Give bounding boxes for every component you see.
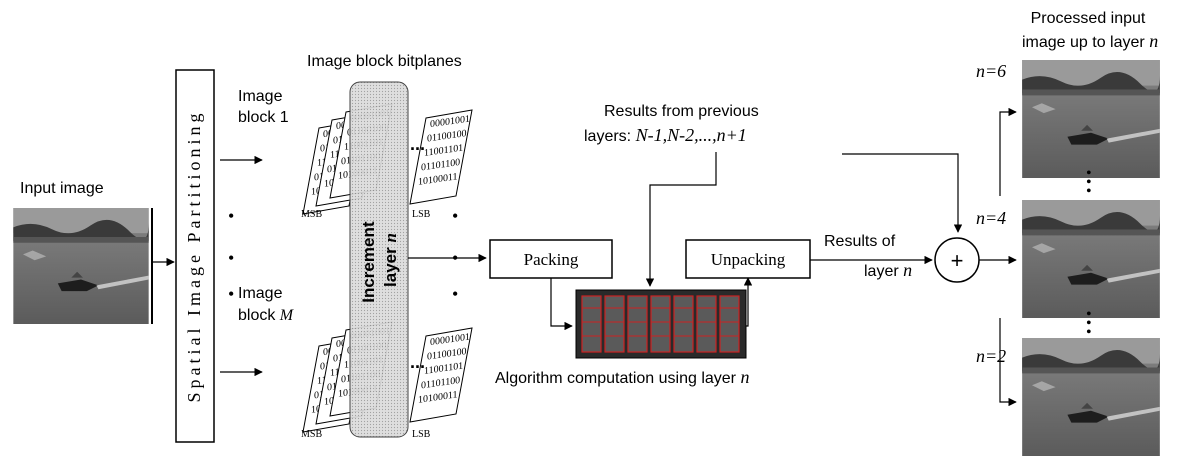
svg-text:n=2: n=2	[976, 346, 1006, 366]
adder-symbol: +	[951, 248, 964, 273]
processed-title-line1: Processed input	[1031, 10, 1146, 27]
chip-cell	[581, 295, 602, 353]
algorithm-label: Algorithm computation using layer n	[495, 367, 749, 387]
svg-text:•: •	[1086, 183, 1092, 200]
increment-layer-label: Increment layer n	[359, 217, 400, 303]
svg-text:•: •	[228, 248, 234, 268]
output-image-n4	[1022, 200, 1160, 318]
vertical-dots-left: • • •	[228, 206, 234, 304]
increment-layer-band	[349, 81, 409, 438]
chip-icon	[575, 289, 747, 359]
chip-cell	[696, 295, 717, 353]
layer-labels: n=6 n=4 n=2	[976, 61, 1006, 366]
spatial-partitioning-box	[175, 69, 215, 443]
svg-text:•: •	[1086, 174, 1092, 191]
sheet-ellipses: ... ...	[410, 134, 425, 372]
svg-text:•: •	[228, 206, 234, 226]
results-previous-line1: Results from previous	[604, 103, 759, 120]
chip-cell	[650, 295, 671, 353]
chip-cell	[604, 295, 625, 353]
input-image-thumbnail	[13, 208, 153, 324]
svg-text:•: •	[1086, 165, 1092, 182]
arrow-to-n6	[999, 107, 1017, 196]
svg-text:•: •	[452, 284, 458, 304]
vertical-dots-right: • • • • • •	[1086, 165, 1092, 341]
image-block-1-label-line1: Image	[238, 88, 283, 105]
results-of-label: Results of	[824, 233, 896, 250]
svg-text:...: ...	[410, 352, 425, 372]
svg-text:MSB: MSB	[301, 209, 322, 220]
svg-text:•: •	[1086, 324, 1092, 341]
spatial-partitioning-label: Spatial Image Partitioning	[184, 110, 204, 403]
arrow-previous-to-adder	[842, 153, 963, 233]
svg-text:LSB: LSB	[412, 209, 431, 220]
results-previous-line2: layers: N-1,N-2,...,n+1	[584, 125, 747, 145]
svg-text:n=4: n=4	[976, 208, 1006, 228]
processed-title-line2: image up to layer n	[1022, 31, 1158, 51]
image-block-1-label-line2: block 1	[238, 109, 289, 126]
input-image-label: Input image	[20, 180, 104, 197]
arrow-previous-to-chip	[645, 152, 717, 287]
arrow-chip-to-unpacking	[743, 277, 753, 327]
unpacking-label: Unpacking	[711, 250, 786, 269]
arrow-packing-to-chip	[550, 278, 573, 331]
image-block-m-label-line1: Image	[238, 285, 283, 302]
msb-lsb-labels: MSB LSB MSB LSB	[301, 209, 431, 440]
svg-text:MSB: MSB	[301, 429, 322, 440]
arrow-to-n2	[999, 318, 1017, 407]
unpacking-box	[685, 239, 811, 279]
results-of-layer-label: layer n	[864, 260, 912, 280]
svg-text:...: ...	[410, 134, 425, 154]
packing-box	[489, 239, 613, 279]
svg-text:•: •	[1086, 306, 1092, 323]
svg-text:•: •	[452, 206, 458, 226]
bitplanes-title: Image block bitplanes	[307, 53, 462, 70]
image-block-m-label-line2: block M	[238, 307, 295, 324]
svg-text:•: •	[1086, 315, 1092, 332]
output-image-n6	[1022, 60, 1160, 178]
chip-cell	[719, 295, 740, 353]
chip-cell	[673, 295, 694, 353]
chip-cell	[627, 295, 648, 353]
svg-text:•: •	[228, 284, 234, 304]
vertical-dots-mid: • • •	[452, 206, 458, 304]
svg-text:n=6: n=6	[976, 61, 1006, 81]
svg-text:LSB: LSB	[412, 429, 431, 440]
packing-label: Packing	[524, 250, 579, 269]
output-image-n2	[1022, 338, 1160, 456]
